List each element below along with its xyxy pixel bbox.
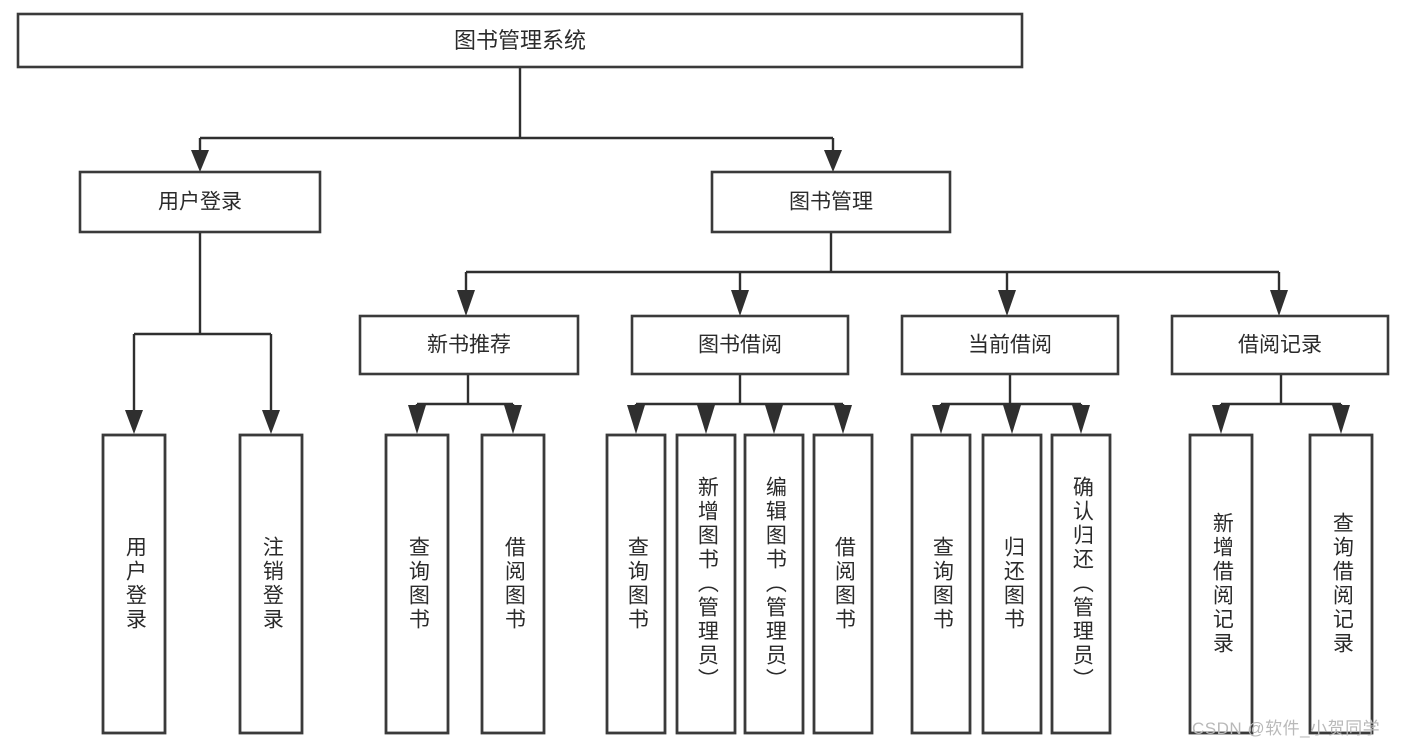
arrowhead-leaf-query-book-3 xyxy=(932,405,950,434)
leaf-user-logout-rect[interactable] xyxy=(238,433,304,735)
node-new-book-recommend-label: 新书推荐 xyxy=(427,334,511,357)
node-book-manage[interactable]: 图书管理 xyxy=(710,170,952,234)
arrowhead-leaf-query-book-2 xyxy=(627,405,645,434)
arrowhead-user-login xyxy=(191,150,209,172)
node-current-borrow-label: 当前借阅 xyxy=(968,334,1052,357)
node-book-borrow[interactable]: 图书借阅 xyxy=(630,314,850,376)
node-current-borrow-rect[interactable] xyxy=(900,314,1120,376)
arrowhead-leaf-user-logout xyxy=(262,410,280,434)
connector-group-current-borrow xyxy=(932,374,1090,434)
arrowhead-leaf-edit-book xyxy=(765,405,783,434)
connector-group-book-manage xyxy=(457,232,1288,316)
node-user-login-rect[interactable] xyxy=(78,170,322,234)
leaf-query-book-3-rect[interactable] xyxy=(910,433,972,735)
arrowhead-leaf-borrow-book-2 xyxy=(834,405,852,434)
node-root-label: 图书管理系统 xyxy=(454,28,586,53)
arrowhead-book-manage xyxy=(824,150,842,172)
arrowhead-leaf-query-borrow-record xyxy=(1332,405,1350,434)
node-current-borrow[interactable]: 当前借阅 xyxy=(900,314,1120,376)
leaf-confirm-return-rect[interactable] xyxy=(1050,433,1112,735)
arrowhead-leaf-query-book-1 xyxy=(408,405,426,434)
connector-group-borrow-record xyxy=(1212,374,1350,434)
leaf-borrow-book-2-rect[interactable] xyxy=(812,433,874,735)
arrowhead-leaf-add-book xyxy=(697,405,715,434)
arrowhead-borrow-record xyxy=(1270,290,1288,316)
arrowhead-leaf-return-book xyxy=(1003,405,1021,434)
leaf-return-book-rect[interactable] xyxy=(981,433,1043,735)
leaf-add-borrow-record-rect[interactable] xyxy=(1188,433,1254,735)
leaf-add-book-rect[interactable] xyxy=(675,433,737,735)
connector-group-book-borrow xyxy=(627,374,852,434)
leaf-boxes xyxy=(101,433,1374,735)
arrowhead-leaf-add-borrow-record xyxy=(1212,405,1230,434)
arrowhead-leaf-user-login xyxy=(125,410,143,434)
node-book-borrow-rect[interactable] xyxy=(630,314,850,376)
leaf-edit-book-rect[interactable] xyxy=(743,433,805,735)
node-borrow-record[interactable]: 借阅记录 xyxy=(1170,314,1390,376)
node-root[interactable]: 图书管理系统 xyxy=(16,12,1024,69)
node-new-book-recommend[interactable]: 新书推荐 xyxy=(358,314,580,376)
connector-group-user-login xyxy=(125,232,280,434)
csdn-watermark: CSDN @软件_小贺同学 xyxy=(1192,719,1381,738)
leaf-user-login-rect[interactable] xyxy=(101,433,167,735)
node-borrow-record-label: 借阅记录 xyxy=(1238,334,1322,357)
leaf-query-borrow-record-rect[interactable] xyxy=(1308,433,1374,735)
node-user-login-label: 用户登录 xyxy=(158,191,242,214)
leaf-query-book-1-rect[interactable] xyxy=(384,433,450,735)
arrowhead-leaf-confirm-return xyxy=(1072,405,1090,434)
node-root-rect[interactable] xyxy=(16,12,1024,69)
arrowhead-leaf-borrow-book-1 xyxy=(504,405,522,434)
connector-group-root xyxy=(191,67,842,172)
connector-group-new-book-recommend xyxy=(408,374,522,434)
node-new-book-recommend-rect[interactable] xyxy=(358,314,580,376)
leaf-query-book-2-rect[interactable] xyxy=(605,433,667,735)
node-book-manage-rect[interactable] xyxy=(710,170,952,234)
arrowhead-new-book-recommend xyxy=(457,290,475,316)
arrowhead-current-borrow xyxy=(998,290,1016,316)
arrowhead-book-borrow xyxy=(731,290,749,316)
node-borrow-record-rect[interactable] xyxy=(1170,314,1390,376)
leaf-borrow-book-1-rect[interactable] xyxy=(480,433,546,735)
node-book-borrow-label: 图书借阅 xyxy=(698,334,782,357)
node-user-login[interactable]: 用户登录 xyxy=(78,170,322,234)
node-book-manage-label: 图书管理 xyxy=(789,191,873,214)
